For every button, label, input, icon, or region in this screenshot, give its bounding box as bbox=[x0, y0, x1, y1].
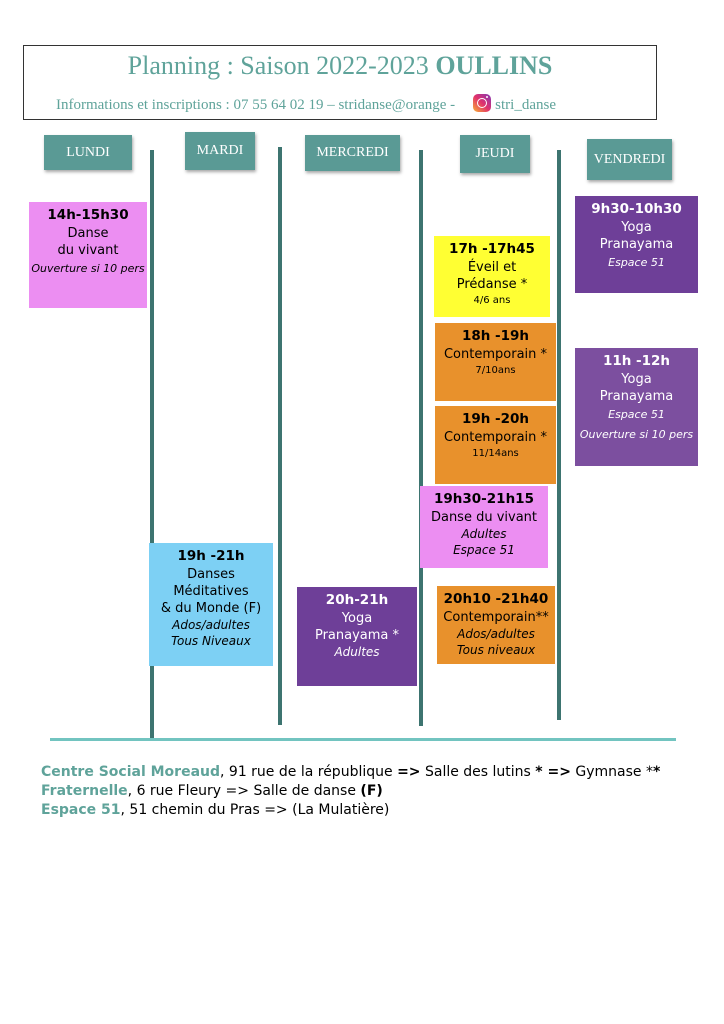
class-card-jeudi-danse-du-vivant[interactable]: 19h30-21h15 Danse du vivant Adultes Espa… bbox=[420, 486, 548, 568]
column-divider bbox=[150, 150, 154, 740]
instagram-handle[interactable]: stri_danse bbox=[495, 97, 556, 113]
class-name: Pranayama * bbox=[314, 628, 400, 643]
class-name: & du Monde (F) bbox=[160, 601, 262, 616]
instagram-icon[interactable] bbox=[473, 94, 492, 112]
class-card-jeudi-contemporain-7-10[interactable]: 18h -19h Contemporain * 7/10ans bbox=[435, 323, 556, 401]
class-note: Espace 51 bbox=[608, 408, 665, 421]
legend-arrow: => bbox=[397, 764, 421, 780]
class-note: Espace 51 bbox=[453, 543, 515, 557]
class-name: Contemporain * bbox=[443, 347, 548, 362]
column-divider bbox=[557, 150, 561, 720]
class-name: Yoga bbox=[621, 372, 652, 387]
location-code: (F) bbox=[360, 783, 383, 799]
column-divider bbox=[419, 150, 423, 726]
class-time: 9h30-10h30 bbox=[591, 201, 682, 217]
class-note: Adultes bbox=[334, 645, 380, 659]
class-name: Pranayama bbox=[599, 237, 674, 252]
page-title: Planning : Saison 2022-2023 OULLINS bbox=[24, 51, 656, 81]
class-time: 14h-15h30 bbox=[47, 207, 129, 223]
class-note: Ados/adultes bbox=[457, 627, 535, 641]
contact-info: Informations et inscriptions : 07 55 64 … bbox=[56, 94, 556, 114]
class-time: 11h -12h bbox=[602, 353, 671, 369]
day-header-vendredi: VENDREDI bbox=[587, 139, 672, 180]
class-note: Tous Niveaux bbox=[171, 634, 251, 648]
location-room: Gymnase * bbox=[570, 764, 653, 780]
class-note: Ouverture si 10 pers bbox=[31, 262, 145, 275]
class-time: 17h -17h45 bbox=[449, 241, 535, 257]
day-header-mercredi: MERCREDI bbox=[305, 135, 400, 171]
class-time: 18h -19h bbox=[461, 328, 530, 344]
title-city: OULLINS bbox=[435, 51, 553, 80]
class-name: Danse bbox=[67, 226, 109, 241]
class-name: Éveil et bbox=[467, 260, 517, 275]
class-age: 11/14ans bbox=[472, 448, 519, 459]
day-header-mardi: MARDI bbox=[185, 132, 255, 170]
class-time: 19h -21h bbox=[177, 548, 245, 564]
class-name: Danses bbox=[187, 567, 235, 582]
class-name: Prédanse * bbox=[456, 277, 528, 292]
class-card-lundi-danse-du-vivant[interactable]: 14h-15h30 Danse du vivant Ouverture si 1… bbox=[29, 202, 147, 308]
title-prefix: Planning : Saison 2022-2023 bbox=[127, 51, 436, 80]
class-name: Yoga bbox=[341, 611, 373, 626]
class-card-vendredi-yoga-morning[interactable]: 9h30-10h30 Yoga Pranayama Espace 51 bbox=[575, 196, 698, 293]
header-box: Planning : Saison 2022-2023 OULLINS Info… bbox=[23, 45, 657, 120]
class-note: Espace 51 bbox=[608, 256, 665, 269]
location-name: Espace 51 bbox=[41, 802, 121, 818]
day-header-jeudi: JEUDI bbox=[460, 135, 530, 173]
day-header-lundi: LUNDI bbox=[44, 135, 132, 170]
column-divider bbox=[278, 147, 282, 725]
class-note: Adultes bbox=[461, 527, 507, 541]
legend-line-espace51: Espace 51, 51 chemin du Pras => (La Mula… bbox=[41, 801, 660, 820]
class-time: 20h-21h bbox=[325, 592, 389, 608]
class-name: Contemporain** bbox=[443, 610, 549, 625]
legend-line-fraternelle: Fraternelle, 6 rue Fleury => Salle de da… bbox=[41, 782, 660, 801]
class-note: Ados/adultes bbox=[172, 618, 250, 632]
legend-line-moreaud: Centre Social Moreaud, 91 rue de la répu… bbox=[41, 763, 660, 782]
location-name: Fraternelle bbox=[41, 783, 128, 799]
legend-star: * bbox=[652, 764, 661, 780]
contact-text: Informations et inscriptions : 07 55 64 … bbox=[56, 97, 456, 113]
class-card-mardi-danses-meditatives[interactable]: 19h -21h Danses Méditatives & du Monde (… bbox=[149, 543, 273, 666]
location-address: , 91 rue de la république bbox=[220, 764, 398, 780]
legend-arrow: * => bbox=[535, 764, 571, 780]
class-card-jeudi-contemporain-adultes[interactable]: 20h10 -21h40 Contemporain** Ados/adultes… bbox=[437, 586, 555, 664]
class-time: 20h10 -21h40 bbox=[443, 591, 549, 607]
class-name: Méditatives bbox=[173, 584, 249, 599]
bottom-rule bbox=[50, 738, 676, 741]
class-name: Danse du vivant bbox=[430, 510, 538, 525]
class-note: Ouverture si 10 pers bbox=[579, 428, 694, 441]
class-name: Yoga bbox=[621, 220, 652, 235]
class-name: du vivant bbox=[57, 243, 119, 258]
class-name: Contemporain * bbox=[443, 430, 548, 445]
class-age: 4/6 ans bbox=[473, 295, 511, 306]
class-age: 7/10ans bbox=[475, 365, 516, 376]
class-name: Pranayama bbox=[599, 389, 674, 404]
locations-legend: Centre Social Moreaud, 91 rue de la répu… bbox=[41, 763, 660, 820]
class-card-jeudi-contemporain-11-14[interactable]: 19h -20h Contemporain * 11/14ans bbox=[435, 406, 556, 484]
class-time: 19h30-21h15 bbox=[434, 491, 534, 507]
class-card-mercredi-yoga[interactable]: 20h-21h Yoga Pranayama * Adultes bbox=[297, 587, 417, 686]
location-room: Salle des lutins bbox=[420, 764, 536, 780]
class-card-jeudi-eveil[interactable]: 17h -17h45 Éveil et Prédanse * 4/6 ans bbox=[434, 236, 550, 317]
location-address: , 51 chemin du Pras => (La Mulatière) bbox=[120, 802, 390, 818]
class-card-vendredi-yoga-late[interactable]: 11h -12h Yoga Pranayama Espace 51 Ouvert… bbox=[575, 348, 698, 466]
class-time: 19h -20h bbox=[461, 411, 530, 427]
location-name: Centre Social Moreaud bbox=[41, 764, 221, 780]
location-address: , 6 rue Fleury => Salle de danse bbox=[127, 783, 361, 799]
class-note: Tous niveaux bbox=[456, 643, 536, 657]
